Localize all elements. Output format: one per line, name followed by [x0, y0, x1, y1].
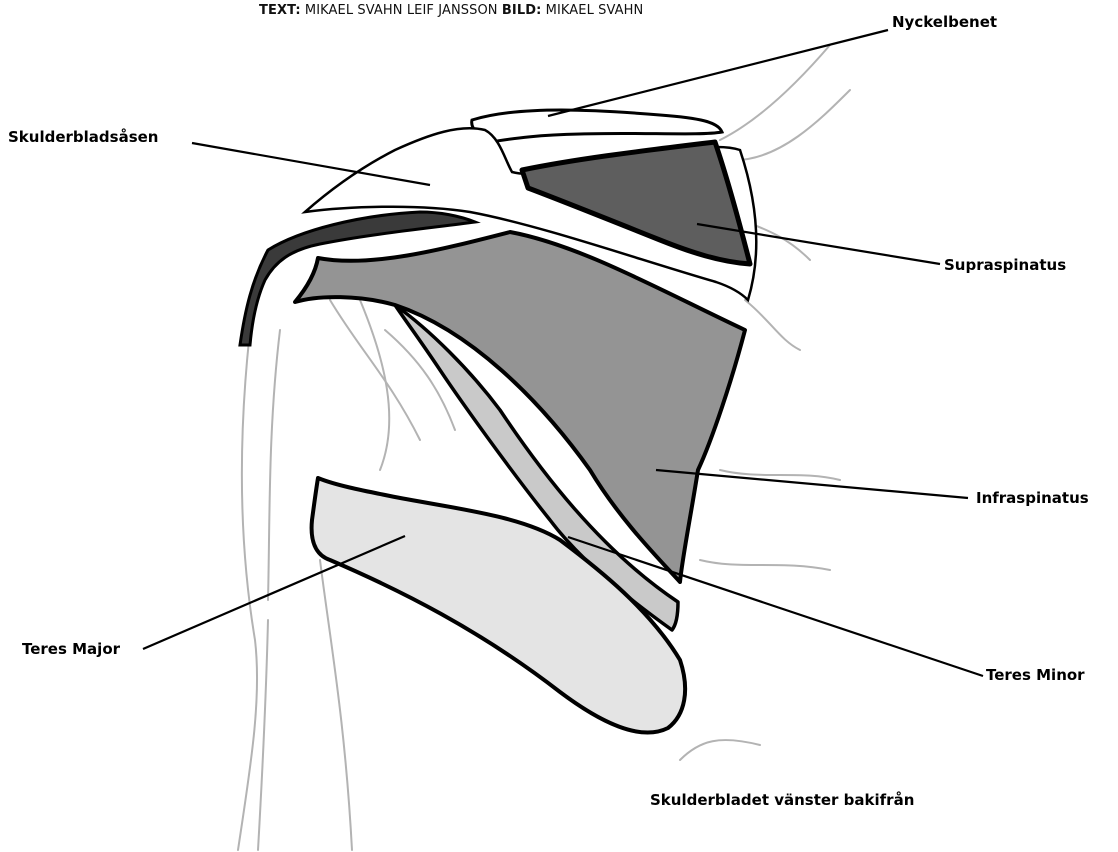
credits-line: TEXT: MIKAEL SVAHN LEIF JANSSON BILD: MI…: [259, 3, 643, 18]
label-teres-major: Teres Major: [22, 640, 120, 658]
credits-image-label: BILD:: [502, 3, 542, 18]
diagram-caption: Skulderbladet vänster bakifrån: [650, 791, 914, 809]
clavicle-bone: [472, 110, 722, 142]
label-infraspinatus: Infraspinatus: [976, 489, 1089, 507]
credits-text-authors: MIKAEL SVAHN LEIF JANSSON: [305, 3, 498, 18]
label-skulderbladsasen: Skulderbladsåsen: [8, 128, 158, 146]
credits-image-author: MIKAEL SVAHN: [546, 3, 644, 18]
label-nyckelbenet: Nyckelbenet: [892, 13, 997, 31]
label-teres-minor: Teres Minor: [986, 666, 1085, 684]
label-supraspinatus: Supraspinatus: [944, 256, 1066, 274]
leader-line-infraspinatus: [656, 470, 968, 498]
credits-text-label: TEXT:: [259, 3, 301, 18]
leader-line-teres-major: [143, 536, 405, 649]
